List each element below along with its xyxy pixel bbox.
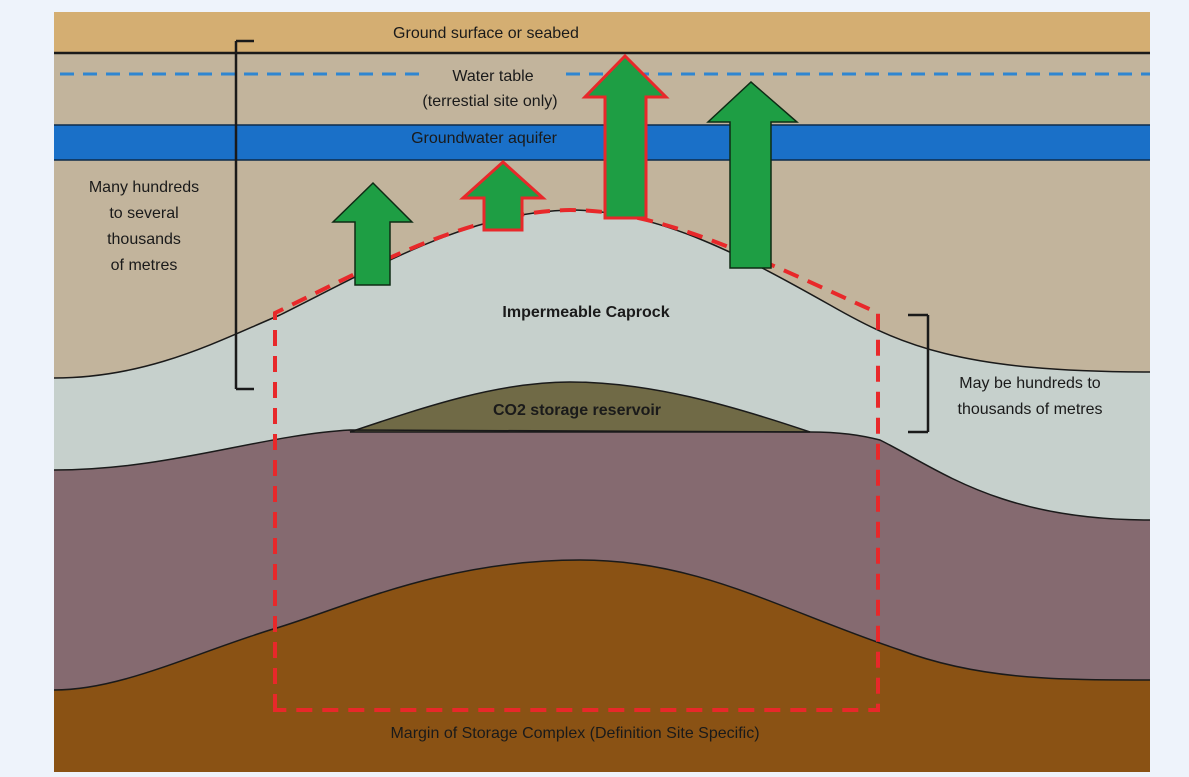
arrow-up-icon xyxy=(331,181,414,286)
ground-surface-label: Ground surface or seabed xyxy=(393,25,579,42)
caprock-label: Impermeable Caprock xyxy=(502,304,669,321)
groundwater-aquifer-band xyxy=(54,125,1150,160)
depth-left-label-3: thousands xyxy=(107,231,181,248)
water-table-label: Water table xyxy=(452,68,533,85)
depth-right-label-1: May be hundreds to xyxy=(959,375,1101,392)
depth-right-label-2: thousands of metres xyxy=(958,401,1103,418)
reservoir-label: CO2 storage reservoir xyxy=(493,402,661,419)
arrow-up-icon xyxy=(459,159,547,232)
arrow-up-icon xyxy=(581,53,670,220)
depth-left-label-1: Many hundreds xyxy=(89,179,199,196)
surface-layer xyxy=(54,12,1150,53)
depth-left-label-4: of metres xyxy=(111,257,178,274)
reservoir-layer xyxy=(350,382,810,432)
bracket-icon xyxy=(234,39,254,391)
groundwater-aquifer-label: Groundwater aquifer xyxy=(411,130,558,147)
caprock-layer xyxy=(54,210,1150,520)
depth-left-label-2: to several xyxy=(109,205,178,222)
arrow-up-icon xyxy=(706,80,800,269)
water-table-sublabel: (terrestial site only) xyxy=(422,93,557,110)
storage-complex-margin-label: Margin of Storage Complex (Definition Si… xyxy=(390,725,759,742)
bracket-icon xyxy=(908,313,930,434)
